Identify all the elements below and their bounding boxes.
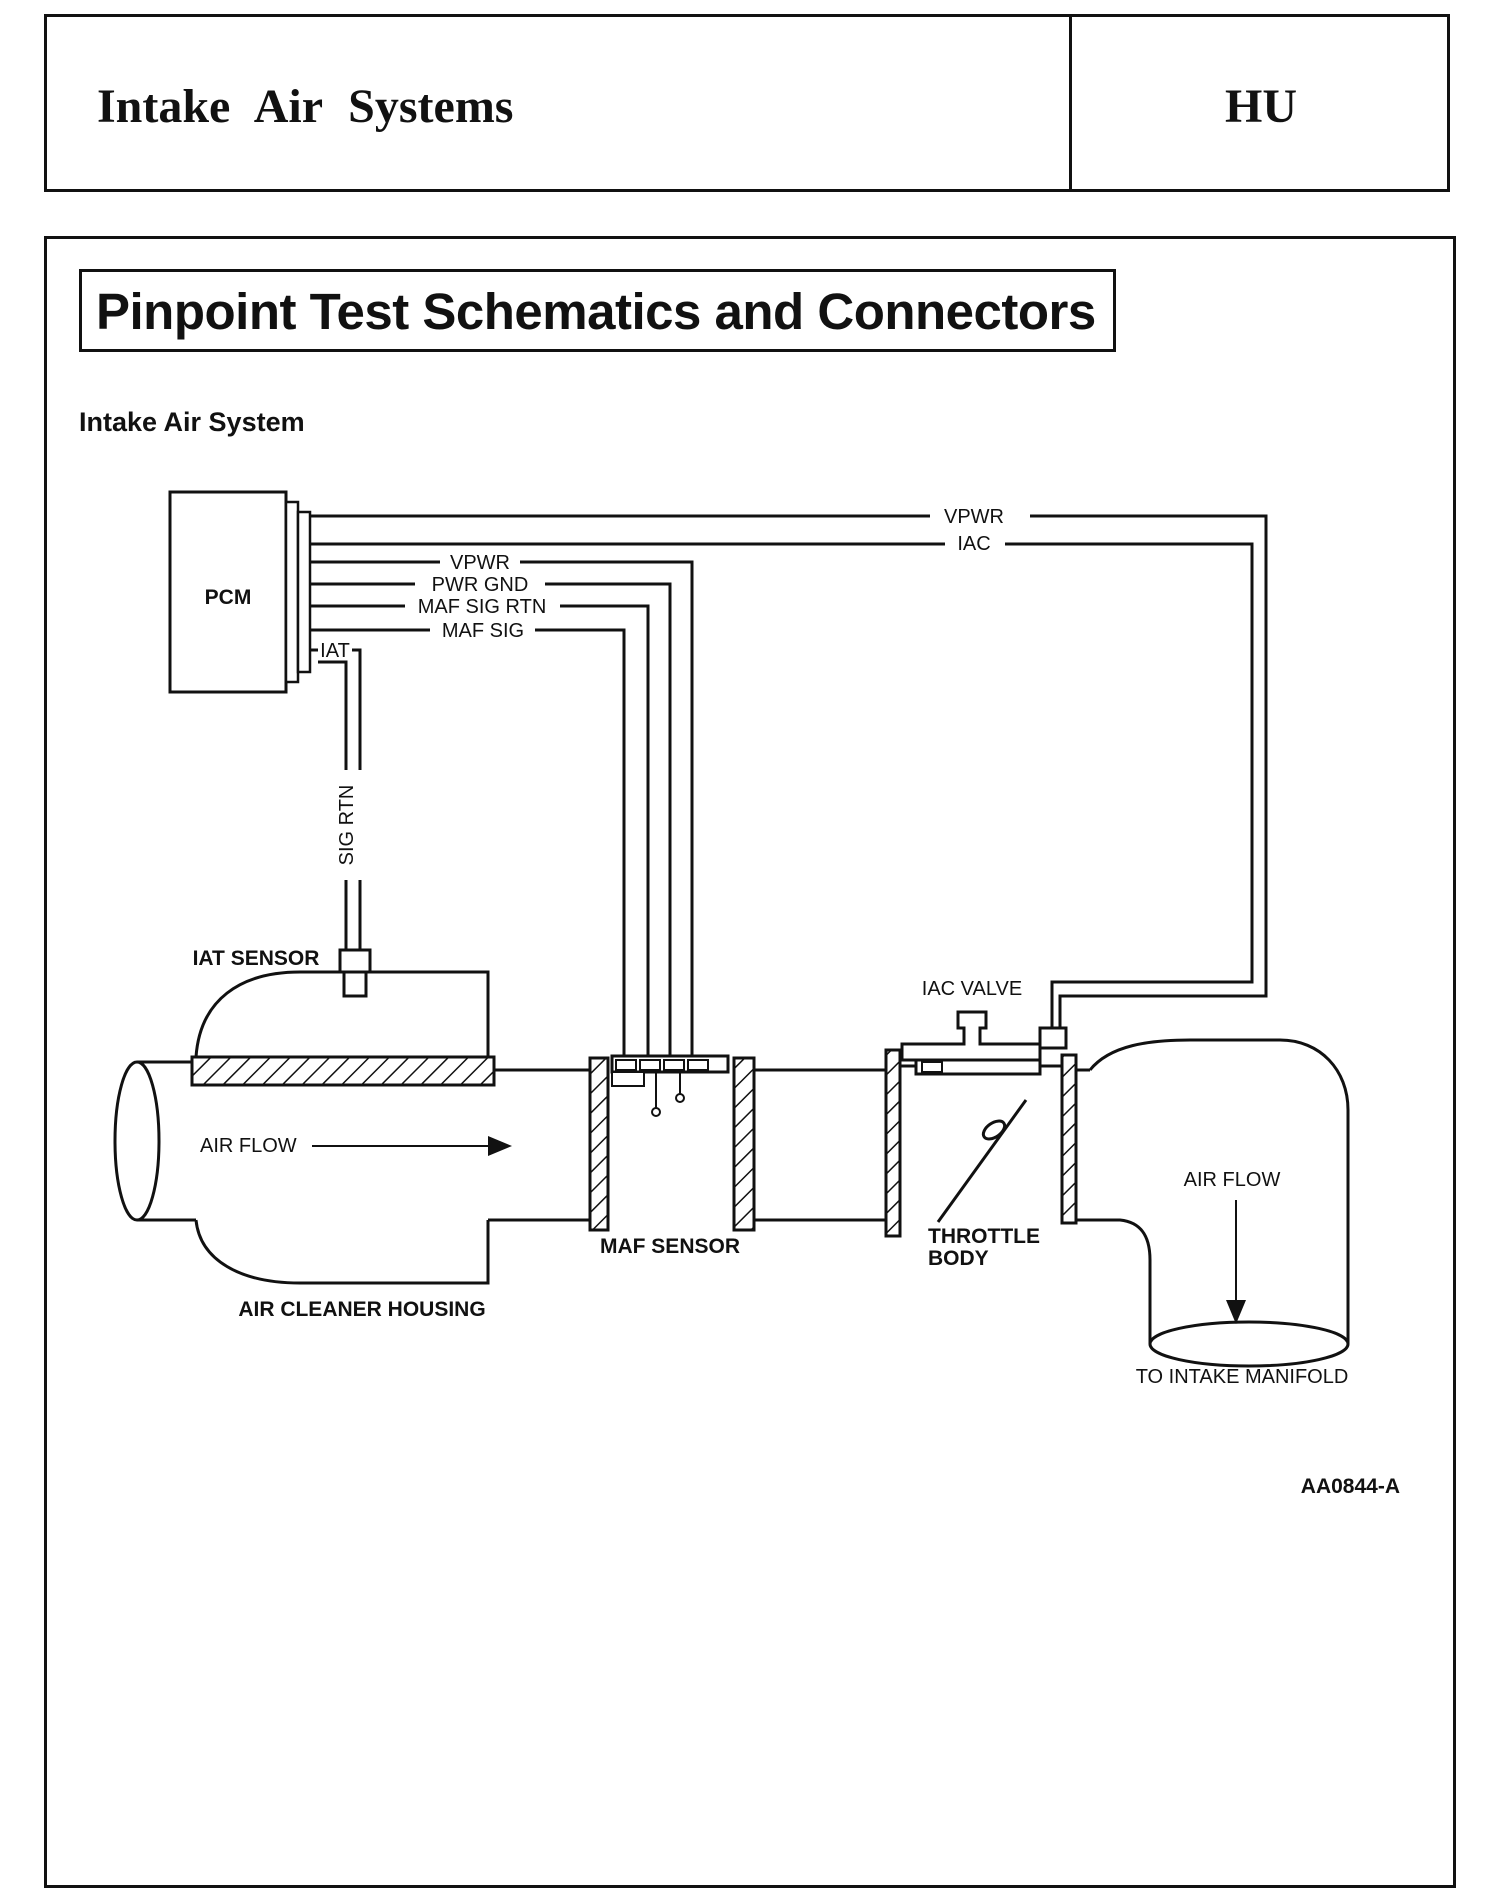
iat-sensor: IAT SENSOR — [193, 947, 372, 998]
label-iat-sensor: IAT SENSOR — [193, 947, 320, 970]
label-maf-sig-rtn: MAF SIG RTN — [418, 596, 547, 618]
diagram-subtitle: Intake Air System — [79, 407, 305, 437]
wire-iat — [310, 648, 362, 950]
header-divider — [1069, 17, 1072, 189]
content-frame: Pinpoint Test Schematics and Connectors … — [44, 236, 1456, 1888]
wiring-harness — [310, 514, 1268, 1056]
intake-duct — [113, 1038, 1350, 1368]
label-sig-rtn: SIG RTN — [336, 785, 358, 866]
label-iac: IAC — [957, 533, 990, 555]
section-code: HU — [1225, 80, 1297, 133]
label-maf-sig: MAF SIG — [442, 620, 524, 642]
label-air-flow-in: AIR FLOW — [200, 1135, 297, 1157]
wire-iac — [310, 542, 1254, 1028]
label-throttle-body-1: THROTTLE — [928, 1225, 1040, 1248]
label-air-cleaner-housing: AIR CLEANER HOUSING — [238, 1298, 485, 1321]
label-maf-sensor: MAF SENSOR — [600, 1235, 740, 1258]
label-to-intake-manifold: TO INTAKE MANIFOLD — [1136, 1366, 1349, 1388]
maf-sensor — [588, 1054, 756, 1232]
wire-maf-sig — [310, 628, 626, 1056]
wire-sig-rtn — [318, 660, 348, 950]
document-title: Intake Air Systems — [97, 80, 514, 133]
label-air-flow-out: AIR FLOW — [1184, 1169, 1281, 1191]
figure-id: AA0844-A — [1301, 1475, 1400, 1498]
label-vpwr: VPWR — [450, 552, 510, 574]
label-iac-valve: IAC VALVE — [922, 978, 1022, 1000]
label-throttle-body-2: BODY — [928, 1247, 989, 1270]
iac-valve — [900, 1010, 1068, 1076]
air-flow-out: AIR FLOW — [1184, 1169, 1281, 1324]
pcm-label: PCM — [205, 586, 252, 609]
pcm-module: PCM — [168, 490, 312, 694]
label-iat: IAT — [320, 640, 350, 662]
wire-vpwr-maf — [310, 560, 694, 1056]
wire-labels: VPWR IAC VPWR PWR GND MAF SIG RTN MAF SI… — [320, 506, 1004, 865]
air-cleaner-housing — [190, 970, 496, 1285]
wire-vpwr-iac-valve — [310, 514, 1268, 1028]
wire-pwr-gnd — [310, 582, 672, 1056]
section-title: Pinpoint Test Schematics and Connectors — [96, 283, 1096, 340]
label-pwr-gnd: PWR GND — [432, 574, 529, 596]
section-title-box: Pinpoint Test Schematics and Connectors — [79, 269, 1116, 352]
throttle-body — [884, 1048, 1078, 1238]
air-flow-in: AIR FLOW — [200, 1135, 512, 1157]
wire-maf-sig-rtn — [310, 604, 650, 1056]
document-header: Intake Air Systems HU — [44, 14, 1450, 192]
label-vpwr-top: VPWR — [944, 506, 1004, 528]
